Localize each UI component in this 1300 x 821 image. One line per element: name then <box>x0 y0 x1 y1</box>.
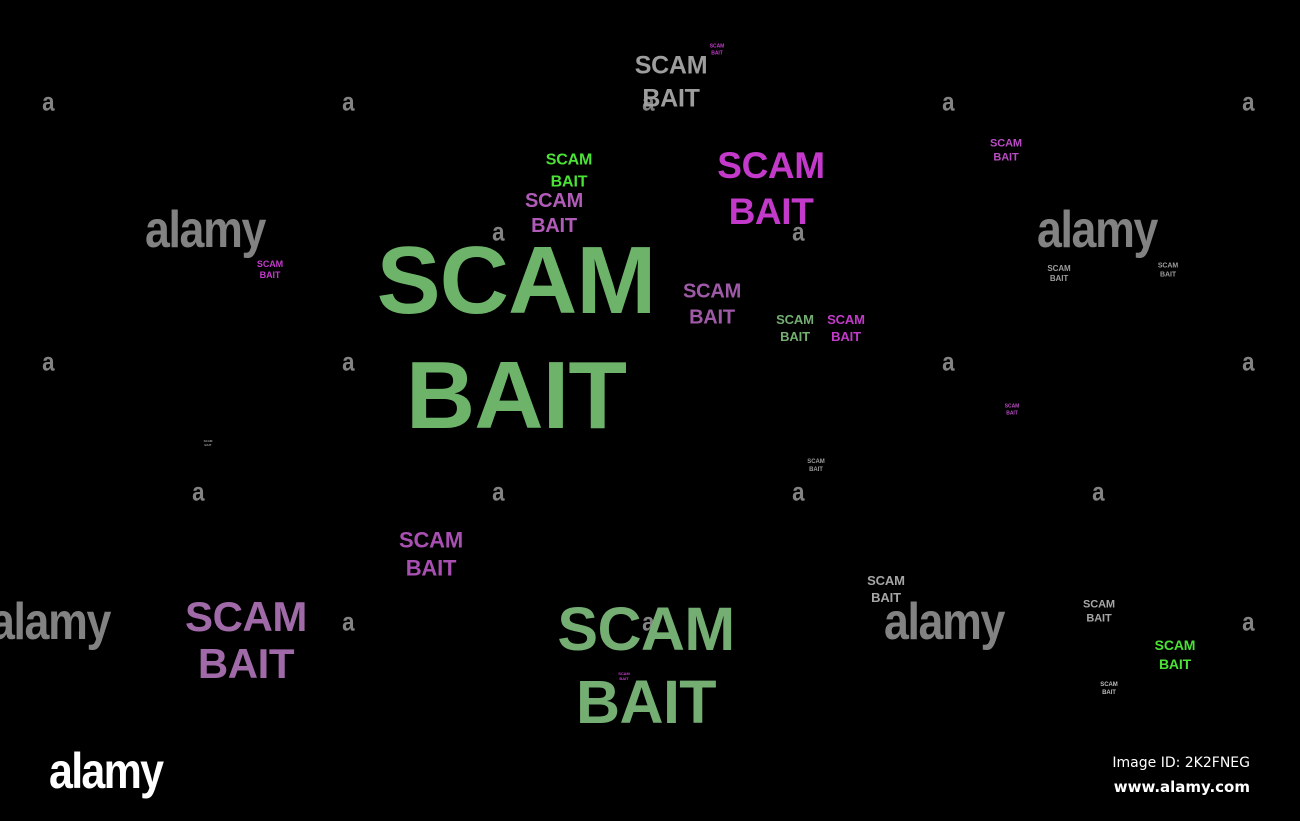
watermark-mark: a <box>492 216 504 247</box>
watermark-mark: a <box>192 476 204 507</box>
watermark-mark: a <box>1242 346 1254 377</box>
watermark-mark: a <box>492 476 504 507</box>
watermark-mark: a <box>342 606 354 637</box>
watermark-word: alamy <box>144 201 266 259</box>
watermark-mark: a <box>342 346 354 377</box>
image-id-label: Image ID: 2K2FNEG <box>1112 755 1250 771</box>
watermark-mark: a <box>1242 86 1254 117</box>
watermark-mark: a <box>1092 476 1104 507</box>
watermark-mark: a <box>42 346 54 377</box>
watermark-mark: a <box>642 86 654 117</box>
site-url: www.alamy.com <box>1113 778 1250 796</box>
watermark-mark: a <box>342 86 354 117</box>
watermark-mark: a <box>642 606 654 637</box>
watermark-mark: a <box>1242 606 1254 637</box>
alamy-logo: alamy <box>49 743 164 799</box>
watermark-mark: a <box>792 216 804 247</box>
watermark-mark: a <box>42 86 54 117</box>
watermark-mark: a <box>792 476 804 507</box>
watermark-word: alamy <box>883 593 1005 651</box>
watermark-mark: a <box>942 346 954 377</box>
watermark-word: alamy <box>0 593 111 651</box>
watermark-mark: a <box>942 86 954 117</box>
watermark-word: alamy <box>1036 201 1158 259</box>
